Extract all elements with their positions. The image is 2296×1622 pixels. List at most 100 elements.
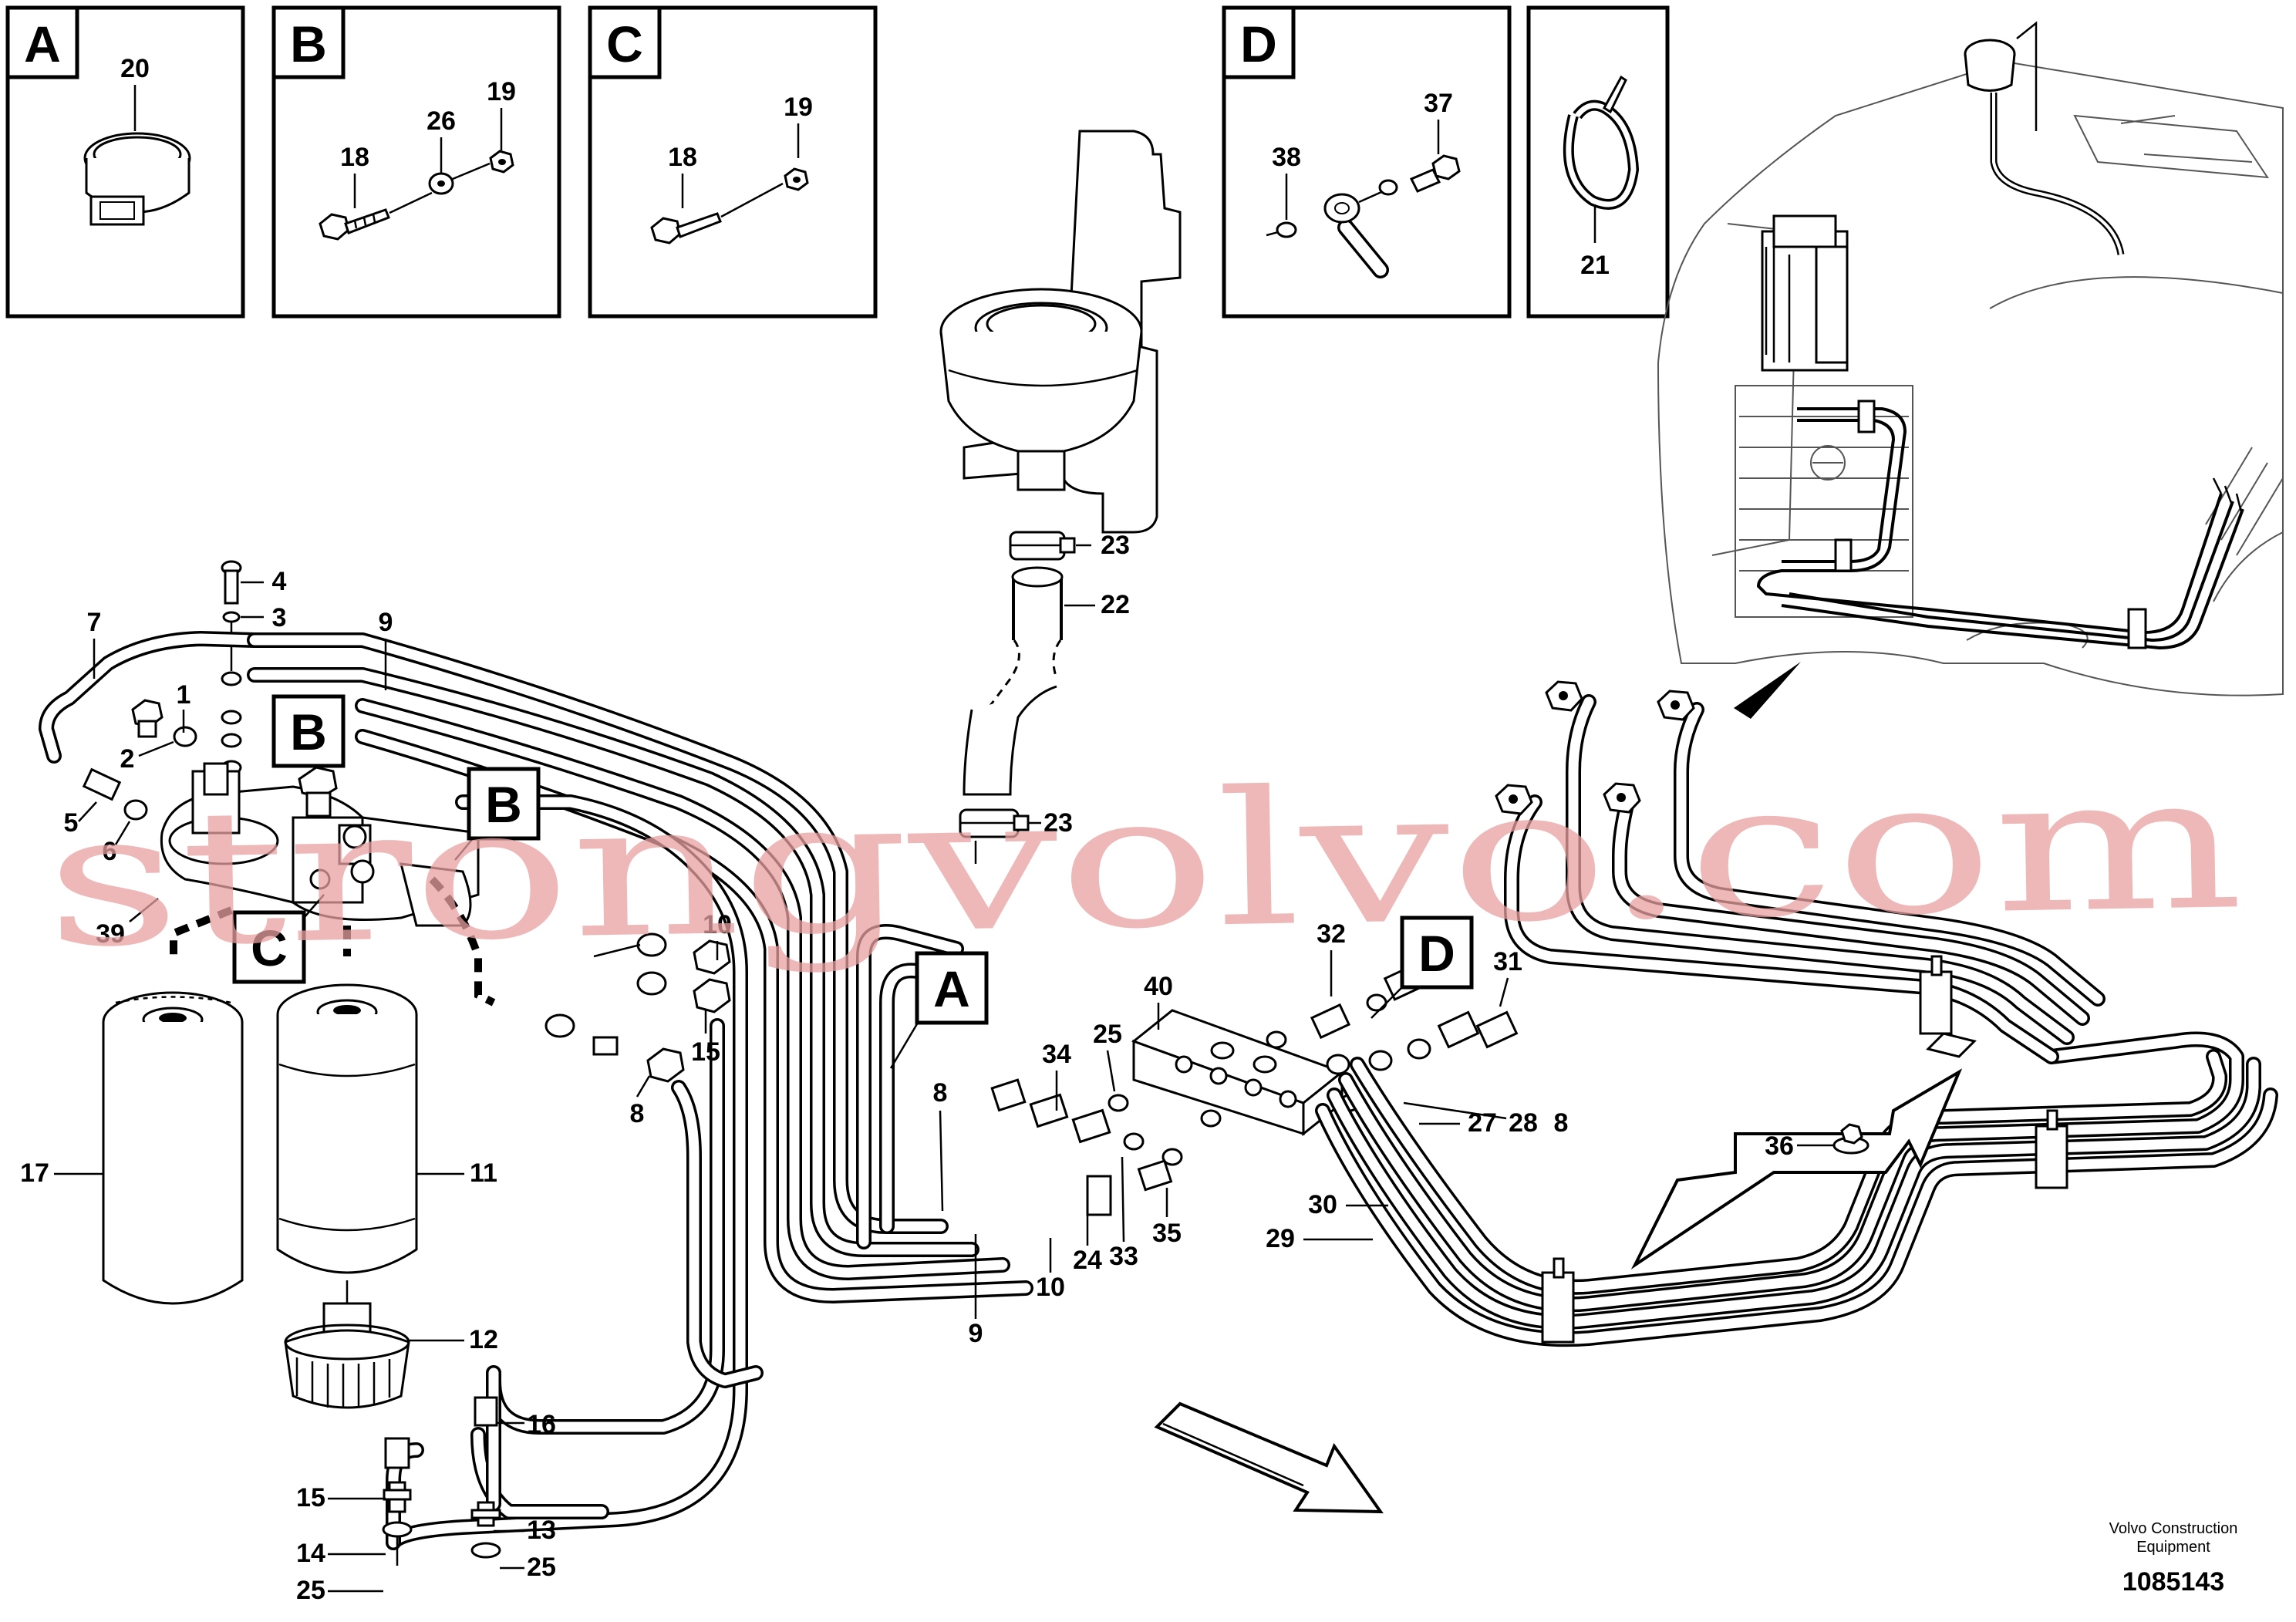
bolt-icon (319, 208, 390, 241)
svg-text:D: D (1418, 925, 1455, 982)
marker-b-1: B (271, 694, 346, 768)
reservoir-assembly (939, 130, 1182, 864)
inset-a-letter: A (24, 15, 61, 73)
sealing-washer-icon (173, 726, 197, 747)
drawing-number: 1085143 (2122, 1567, 2224, 1597)
block-fittings-left (990, 1078, 1222, 1216)
callout-39: 39 (96, 919, 125, 949)
callout-7: 7 (87, 608, 102, 637)
water-bowl-12-icon (284, 1280, 410, 1409)
callout-18: 18 (340, 143, 369, 172)
pipe-end-nuts (1495, 680, 1695, 815)
callout-8: 8 (630, 1099, 645, 1128)
callout-36: 36 (1765, 1131, 1794, 1161)
sealing-washer-icon (1276, 221, 1297, 238)
company-name-line2: Equipment (2136, 1539, 2210, 1556)
inset-a: A 20 (5, 5, 245, 319)
bolt-icon (650, 212, 722, 244)
callout-25: 25 (527, 1553, 556, 1582)
reservoir-icon (1964, 21, 2125, 255)
direction-arrow-icon (1154, 1401, 1384, 1514)
inset-d-letter: D (1240, 15, 1277, 73)
bleed-valve-icon (298, 766, 338, 818)
volvo-logo-icon (1810, 445, 1846, 481)
filter-11-icon (276, 983, 418, 1274)
marker-c: C (232, 894, 325, 984)
callout-3: 3 (272, 603, 287, 632)
callout-16: 16 (527, 1410, 556, 1439)
callout-36-pointer (1630, 1068, 1963, 1270)
svg-text:A: A (933, 960, 970, 1017)
distribution-block-40-icon (1131, 1009, 1345, 1137)
pointer-arrow-icon (1734, 662, 1801, 719)
marker-d: D (1371, 916, 1474, 1019)
callout-9: 9 (379, 608, 393, 637)
filter-housing-assembly (82, 560, 496, 1007)
engine-filter-block-icon (1761, 214, 1849, 372)
pipe-clamps (1541, 955, 2068, 1344)
plug-icon (131, 699, 164, 738)
inset-c-letter: C (606, 15, 643, 73)
banjo-bolt-icon (1409, 154, 1461, 193)
callouts: 1 2 3 4 5 6 7 8 8 8 9 9 10 (20, 531, 1794, 1605)
callout-30: 30 (1308, 1190, 1337, 1219)
callout-13: 13 (527, 1516, 556, 1545)
callout-8: 8 (933, 1078, 948, 1108)
callout-25: 25 (1093, 1020, 1122, 1049)
banjo-fitting-icon (1323, 193, 1389, 278)
callout-31: 31 (1493, 947, 1522, 976)
callout-11: 11 (470, 1158, 497, 1188)
callout-18: 18 (668, 143, 697, 172)
filter-connectors (544, 932, 731, 1083)
hose-clamp-icon (83, 132, 191, 226)
callout-14: 14 (296, 1539, 325, 1568)
callout-15: 15 (296, 1483, 325, 1512)
callout-6: 6 (103, 837, 117, 866)
callout-23: 23 (1043, 808, 1073, 838)
machine-pipe-bundle (1756, 400, 2244, 650)
stacked-washers-icon (221, 671, 242, 775)
union-fitting-icon (82, 767, 148, 821)
callout-33: 33 (1109, 1242, 1138, 1271)
hose-icon (963, 566, 1064, 796)
callout-17: 17 (20, 1158, 49, 1188)
hose-clamp-icon (1009, 531, 1076, 561)
callout-23: 23 (1101, 531, 1130, 560)
callout-26: 26 (426, 106, 456, 136)
callout-19: 19 (487, 77, 516, 106)
callout-10: 10 (703, 910, 732, 939)
flange-nut-icon (1832, 1123, 1870, 1155)
pipe-8-lower (671, 1080, 764, 1388)
callout-21: 21 (1580, 251, 1610, 280)
callout-12: 12 (469, 1325, 498, 1354)
company-name-line1: Volvo Construction (2109, 1520, 2238, 1537)
callout-15: 15 (691, 1037, 720, 1067)
inset-b: B 18 26 19 (271, 5, 561, 319)
svg-text:C: C (251, 919, 288, 976)
callout-32: 32 (1317, 919, 1346, 949)
callout-38: 38 (1272, 143, 1301, 172)
marker-b-2: B (454, 767, 541, 861)
callout-40: 40 (1144, 972, 1173, 1001)
fittings-bottom (382, 1396, 501, 1566)
inset-cable-tie: 21 (1526, 5, 1670, 319)
callout-1: 1 (177, 680, 191, 710)
callout-8: 8 (1554, 1108, 1569, 1138)
hose-clamp-icon (959, 808, 1030, 838)
nut-icon (489, 150, 514, 174)
reservoir-bowl-icon (939, 288, 1143, 491)
callout-9: 9 (969, 1319, 983, 1348)
callout-28: 28 (1509, 1108, 1538, 1138)
nut-icon (784, 167, 809, 191)
inset-d: D 38 37 (1222, 5, 1512, 319)
pipe-7 (39, 631, 262, 764)
callout-19: 19 (784, 93, 813, 122)
callout-24: 24 (1073, 1246, 1102, 1275)
svg-text:B: B (485, 776, 522, 833)
callout-29: 29 (1266, 1224, 1295, 1253)
filter-17-icon (102, 991, 244, 1305)
callout-20: 20 (120, 54, 150, 83)
callout-35: 35 (1152, 1219, 1182, 1248)
callout-10: 10 (1036, 1273, 1065, 1302)
